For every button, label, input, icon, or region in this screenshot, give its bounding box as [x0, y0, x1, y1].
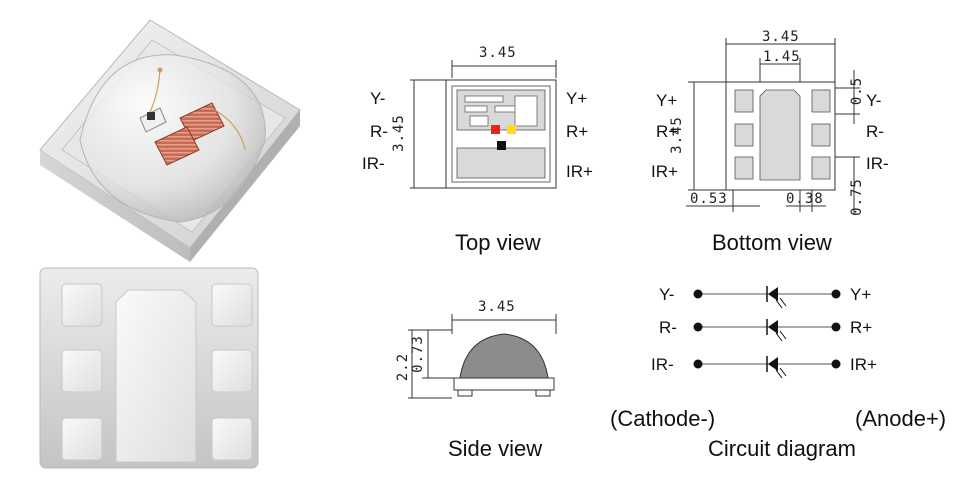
bottom-pin-r-plus: R+: [656, 122, 679, 141]
top-pin-r-minus: R-: [370, 122, 388, 141]
circuit-diagram-caption: Circuit diagram: [708, 436, 856, 461]
bottom-edge-dim: 0.53: [690, 191, 728, 207]
top-pin-r-plus: R+: [566, 122, 589, 141]
anode-label: (Anode+): [855, 406, 947, 431]
yellow-chip-square: [507, 125, 516, 134]
bottom-view-caption: Bottom view: [712, 230, 832, 255]
diode-ir: [766, 356, 787, 379]
bottom-pin-y-plus: Y+: [656, 91, 678, 110]
ir-chip-square: [497, 141, 506, 150]
top-width-dim: 3.45: [479, 45, 517, 61]
circuit-pin-ir-minus: IR-: [651, 355, 674, 374]
red-chip-square: [491, 125, 500, 134]
bottom-pin-ir-minus: IR-: [866, 154, 889, 173]
top-pin-y-plus: Y+: [566, 89, 588, 108]
circuit-pin-ir-plus: IR+: [850, 355, 877, 374]
bottom-pin-ir-plus: IR+: [651, 162, 678, 181]
side-width-dim: 3.45: [478, 299, 516, 315]
bottom-pin-y-minus: Y-: [866, 91, 882, 110]
top-pin-ir-plus: IR+: [566, 162, 593, 181]
top-view-caption: Top view: [455, 230, 541, 255]
cathode-label: (Cathode-): [610, 406, 716, 431]
diode-y: [766, 286, 787, 309]
bottom-width-dim: 3.45: [762, 29, 800, 45]
led-top-photo: [39, 19, 301, 262]
bottom-pad-width-dim: 1.45: [763, 49, 801, 65]
circuit-pin-r-minus: R-: [659, 318, 677, 337]
led-bottom-photo: [39, 267, 259, 469]
circuit-pin-y-minus: Y-: [659, 285, 675, 304]
top-pin-y-minus: Y-: [370, 89, 386, 108]
diode-r: [766, 319, 787, 342]
bottom-pin-r-minus: R-: [866, 122, 884, 141]
circuit-pin-y-plus: Y+: [850, 285, 872, 304]
bottom-gap-dim: 0.38: [786, 191, 824, 207]
circuit-pin-r-plus: R+: [850, 318, 873, 337]
side-view-caption: Side view: [448, 436, 543, 461]
top-pin-ir-minus: IR-: [362, 154, 385, 173]
